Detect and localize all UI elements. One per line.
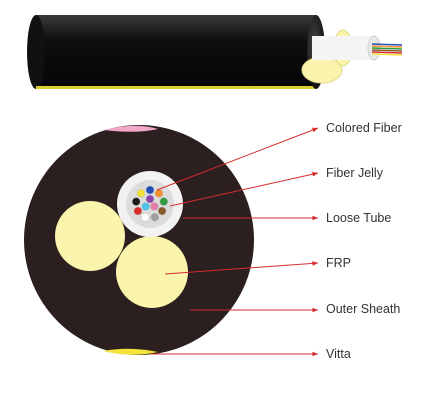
label-outer-sheath: Outer Sheath [326, 302, 401, 316]
colored-fiber [133, 206, 143, 216]
loose-tube-side [312, 36, 374, 60]
frp-side-1 [301, 56, 343, 84]
label-vitta: Vitta [326, 347, 351, 361]
frp-right [116, 236, 188, 308]
cable-cross-section [24, 125, 254, 355]
vitta-yellow [103, 348, 158, 355]
leader-fiber-jelly [169, 172, 319, 207]
colored-fiber [157, 206, 167, 216]
label-loose-tube: Loose Tube [326, 211, 392, 225]
colored-fiber [150, 202, 159, 211]
label-frp: FRP [326, 256, 351, 270]
cable-jacket-body [36, 15, 316, 89]
leader-colored-fiber [156, 127, 319, 191]
label-fiber-jelly: Fiber Jelly [326, 166, 383, 180]
colored-fiber [145, 185, 155, 195]
colored-fiber [145, 194, 155, 204]
colored-fiber [141, 202, 150, 211]
label-colored-fiber: Colored Fiber [326, 121, 402, 135]
leader-arrowhead [312, 171, 318, 177]
leader-lines [150, 127, 319, 355]
leader-arrowhead [312, 127, 318, 133]
colored-fiber [131, 197, 141, 206]
leader-arrowheads [312, 127, 318, 357]
colored-fiber [136, 189, 146, 198]
colored-fiber [154, 189, 164, 198]
colored-fibers [131, 185, 169, 222]
vitta-pink [104, 125, 158, 132]
cable-jacket-left-end [27, 15, 45, 89]
colored-fibers-side [371, 43, 403, 56]
cable-side-view [27, 15, 403, 89]
vitta-stripe-side [36, 86, 316, 89]
colored-fiber [150, 212, 160, 222]
leader-arrowhead [312, 261, 318, 266]
colored-fiber [159, 197, 169, 206]
colored-fiber [140, 212, 150, 222]
leader-arrowhead [312, 351, 318, 357]
frp-left [55, 201, 125, 271]
leader-arrowhead [312, 307, 318, 313]
leader-frp [164, 262, 319, 275]
leader-arrowhead [312, 215, 318, 221]
